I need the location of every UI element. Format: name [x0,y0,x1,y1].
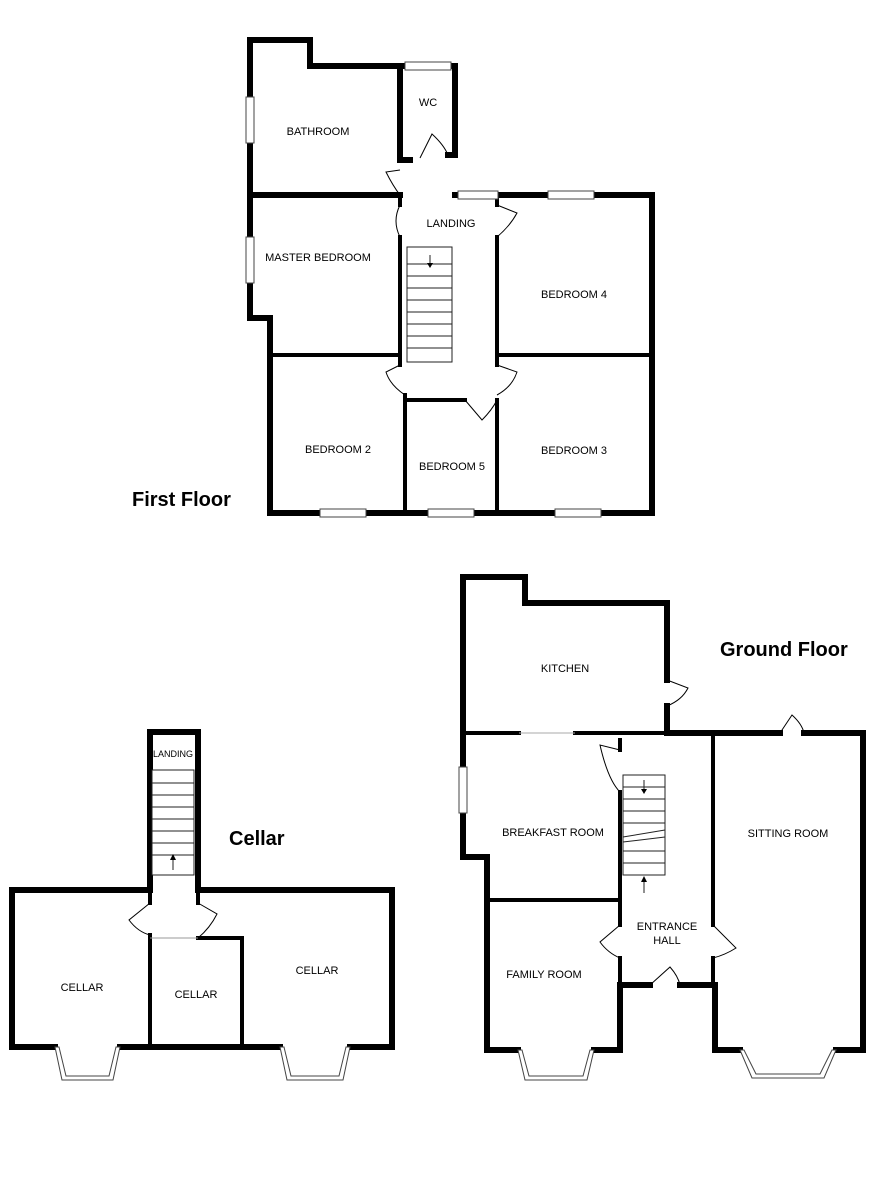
window [404,61,452,71]
ground-floor-outer-wall-sitting-right [801,730,866,1053]
door-swing [197,902,218,939]
room-label-bedroom3: BEDROOM 3 [541,445,607,457]
first-floor-outer-wall-left [247,37,413,198]
window [245,236,255,284]
cellar-staircase [151,769,195,876]
door-swing [599,744,621,793]
bay-window [517,1049,595,1081]
bay-window [279,1046,351,1081]
arrow-down-icon [641,789,647,794]
door-swing [395,204,401,238]
door-swing [712,924,737,959]
door-swing [779,714,805,734]
bay-window [54,1046,121,1081]
room-label-breakfast-room: BREAKFAST ROOM [502,827,604,839]
floor-title-first: First Floor [132,489,231,511]
ground-floor-outer-wall-kitchen [460,574,670,1053]
room-label-cellar-right: CELLAR [296,965,339,977]
floor-title-ground: Ground Floor [720,639,848,661]
room-label-bedroom4: BEDROOM 4 [541,289,607,301]
door-swing [666,679,689,707]
room-label-landing: LANDING [427,218,476,230]
room-label-cellar-landing: LANDING [153,749,193,759]
door-swing [496,364,518,396]
window [245,96,255,144]
window [319,508,367,518]
arrow-down-icon [427,263,433,268]
room-label-entrance-hall-line2: HALL [653,935,681,947]
ground-floor-staircase [622,774,666,893]
room-label-cellar-left: CELLAR [61,982,104,994]
room-label-sitting-room: SITTING ROOM [748,828,829,840]
room-label-family-room: FAMILY ROOM [506,969,581,981]
first-floor-outer-wall-main [247,192,655,516]
room-label-kitchen: KITCHEN [541,663,589,675]
ground-floor-outer-wall-hall [591,982,653,1053]
door-swing [599,924,621,959]
window [427,508,475,518]
ground-floor-outer-wall-front [677,982,743,1053]
door-swing [649,966,681,986]
room-label-bathroom: BATHROOM [287,126,350,138]
room-label-wc: WC [419,97,437,109]
room-label-master-bedroom: MASTER BEDROOM [265,252,371,264]
room-label-bedroom2: BEDROOM 2 [305,444,371,456]
door-swing [496,204,518,238]
window [457,190,499,200]
room-label-entrance-hall-line1: ENTRANCE [637,921,698,933]
door-swing [128,902,151,936]
arrow-up-icon [170,854,176,860]
door-swing [419,133,449,159]
bay-window [739,1049,837,1079]
door-swing [464,399,498,421]
window [554,508,602,518]
window [458,766,468,814]
ground-floor-plan: KITCHEN BREAKFAST ROOM SITTING ROOM ENTR… [458,574,866,1081]
window [547,190,595,200]
first-floor-plan: BATHROOM WC LANDING MASTER BEDROOM BEDRO… [132,37,655,518]
floor-title-cellar: Cellar [229,828,285,850]
room-label-cellar-middle: CELLAR [175,989,218,1001]
room-label-bedroom5: BEDROOM 5 [419,461,485,473]
arrow-up-icon [641,876,647,882]
door-swing [385,364,406,396]
door-swing [385,169,401,196]
first-floor-staircase [406,246,453,363]
cellar-plan: LANDING CELLAR CELLAR CELLAR Cellar [9,729,395,1081]
cellar-outer-wall-left [9,887,153,1050]
